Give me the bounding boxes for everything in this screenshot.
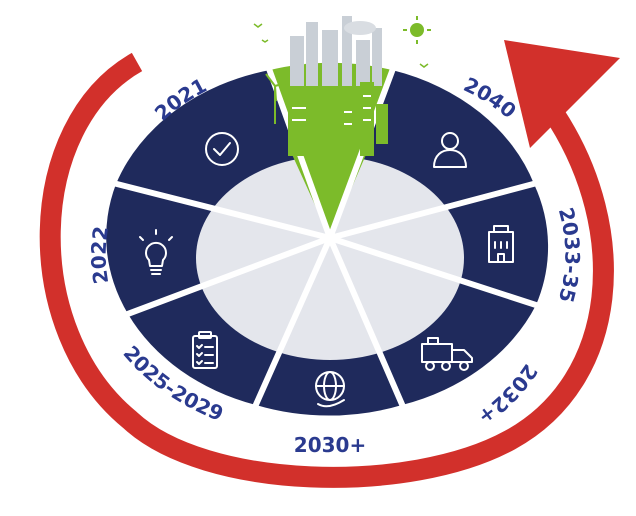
- globe-hand-icon: [315, 371, 345, 408]
- birds-icon: [253, 23, 429, 68]
- arrow-body: [39, 52, 614, 488]
- circular-arrow-icon: [39, 40, 620, 488]
- lightbulb-icon: [139, 229, 173, 275]
- delivery-truck-icon: [421, 337, 473, 371]
- center-green-wedge: [290, 150, 368, 238]
- sun-icon: [403, 16, 431, 44]
- person-icon: [433, 132, 467, 168]
- clipboard-checklist-icon: [192, 331, 218, 369]
- wheel-center: [196, 156, 464, 360]
- arrowhead: [504, 40, 620, 148]
- building-icon: [488, 225, 514, 263]
- label-2033-35: 2033-35: [554, 205, 585, 305]
- checkmark-circle-icon: [205, 132, 239, 166]
- wind-turbine-icon: [265, 73, 290, 124]
- green-city-skyline-icon: [253, 16, 431, 173]
- label-2022: 2022: [87, 225, 114, 286]
- label-2030: 2030+: [294, 433, 366, 457]
